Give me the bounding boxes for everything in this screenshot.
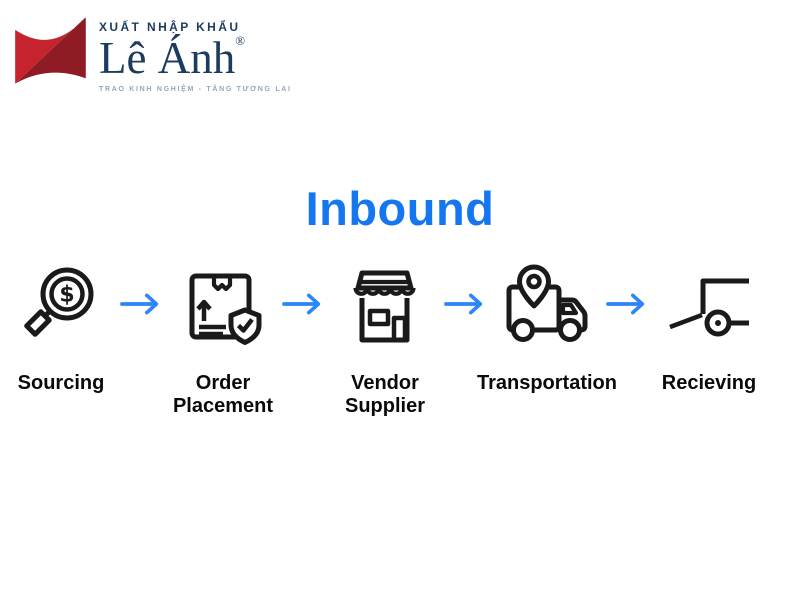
step-label-recieving: Recieving [661,372,757,394]
step-label-order-placement: Order Placement [172,372,274,417]
magnifier-dollar-icon: $ [17,258,105,350]
right-arrow-icon [120,291,164,317]
flow-step-order-placement: Order Placement [164,258,282,418]
storefront-icon [341,258,429,350]
logo-tagline: TRAO KINH NGHIỆM - TĂNG TƯƠNG LAI [99,85,292,93]
package-shield-check-icon [179,258,267,350]
svg-text:$: $ [59,283,74,308]
logo-top-text: XUẤT NHẬP KHẨU [99,20,241,34]
flow-step-transportation: Transportation [477,258,617,395]
flow-step-vendor-supplier: Vendor Supplier [326,258,444,418]
brand-logo: XUẤT NHẬP KHẨU Lê Ánh® TRAO KINH NGHIỆM … [12,14,292,93]
registered-trademark-icon: ® [235,33,246,48]
flow-step-recieving: Recieving [650,258,768,395]
hand-truck-icon [665,258,753,350]
logo-brand-name: Lê Ánh® [99,33,246,83]
right-arrow-icon [444,291,488,317]
step-label-vendor-supplier: Vendor Supplier [344,372,425,417]
logo-text-block: XUẤT NHẬP KHẨU Lê Ánh® TRAO KINH NGHIỆM … [99,14,292,93]
right-arrow-icon [606,291,650,317]
page-title: Inbound [305,182,495,235]
flow-step-sourcing: $ Sourcing [2,258,120,395]
right-arrow-icon [282,291,326,317]
delivery-truck-location-icon [501,258,593,350]
step-label-sourcing: Sourcing [17,372,105,394]
inbound-process-flow: $ Sourcing Order Placemen [2,258,798,418]
step-label-transportation: Transportation [476,372,617,394]
red-flag-logo-icon [12,14,90,90]
